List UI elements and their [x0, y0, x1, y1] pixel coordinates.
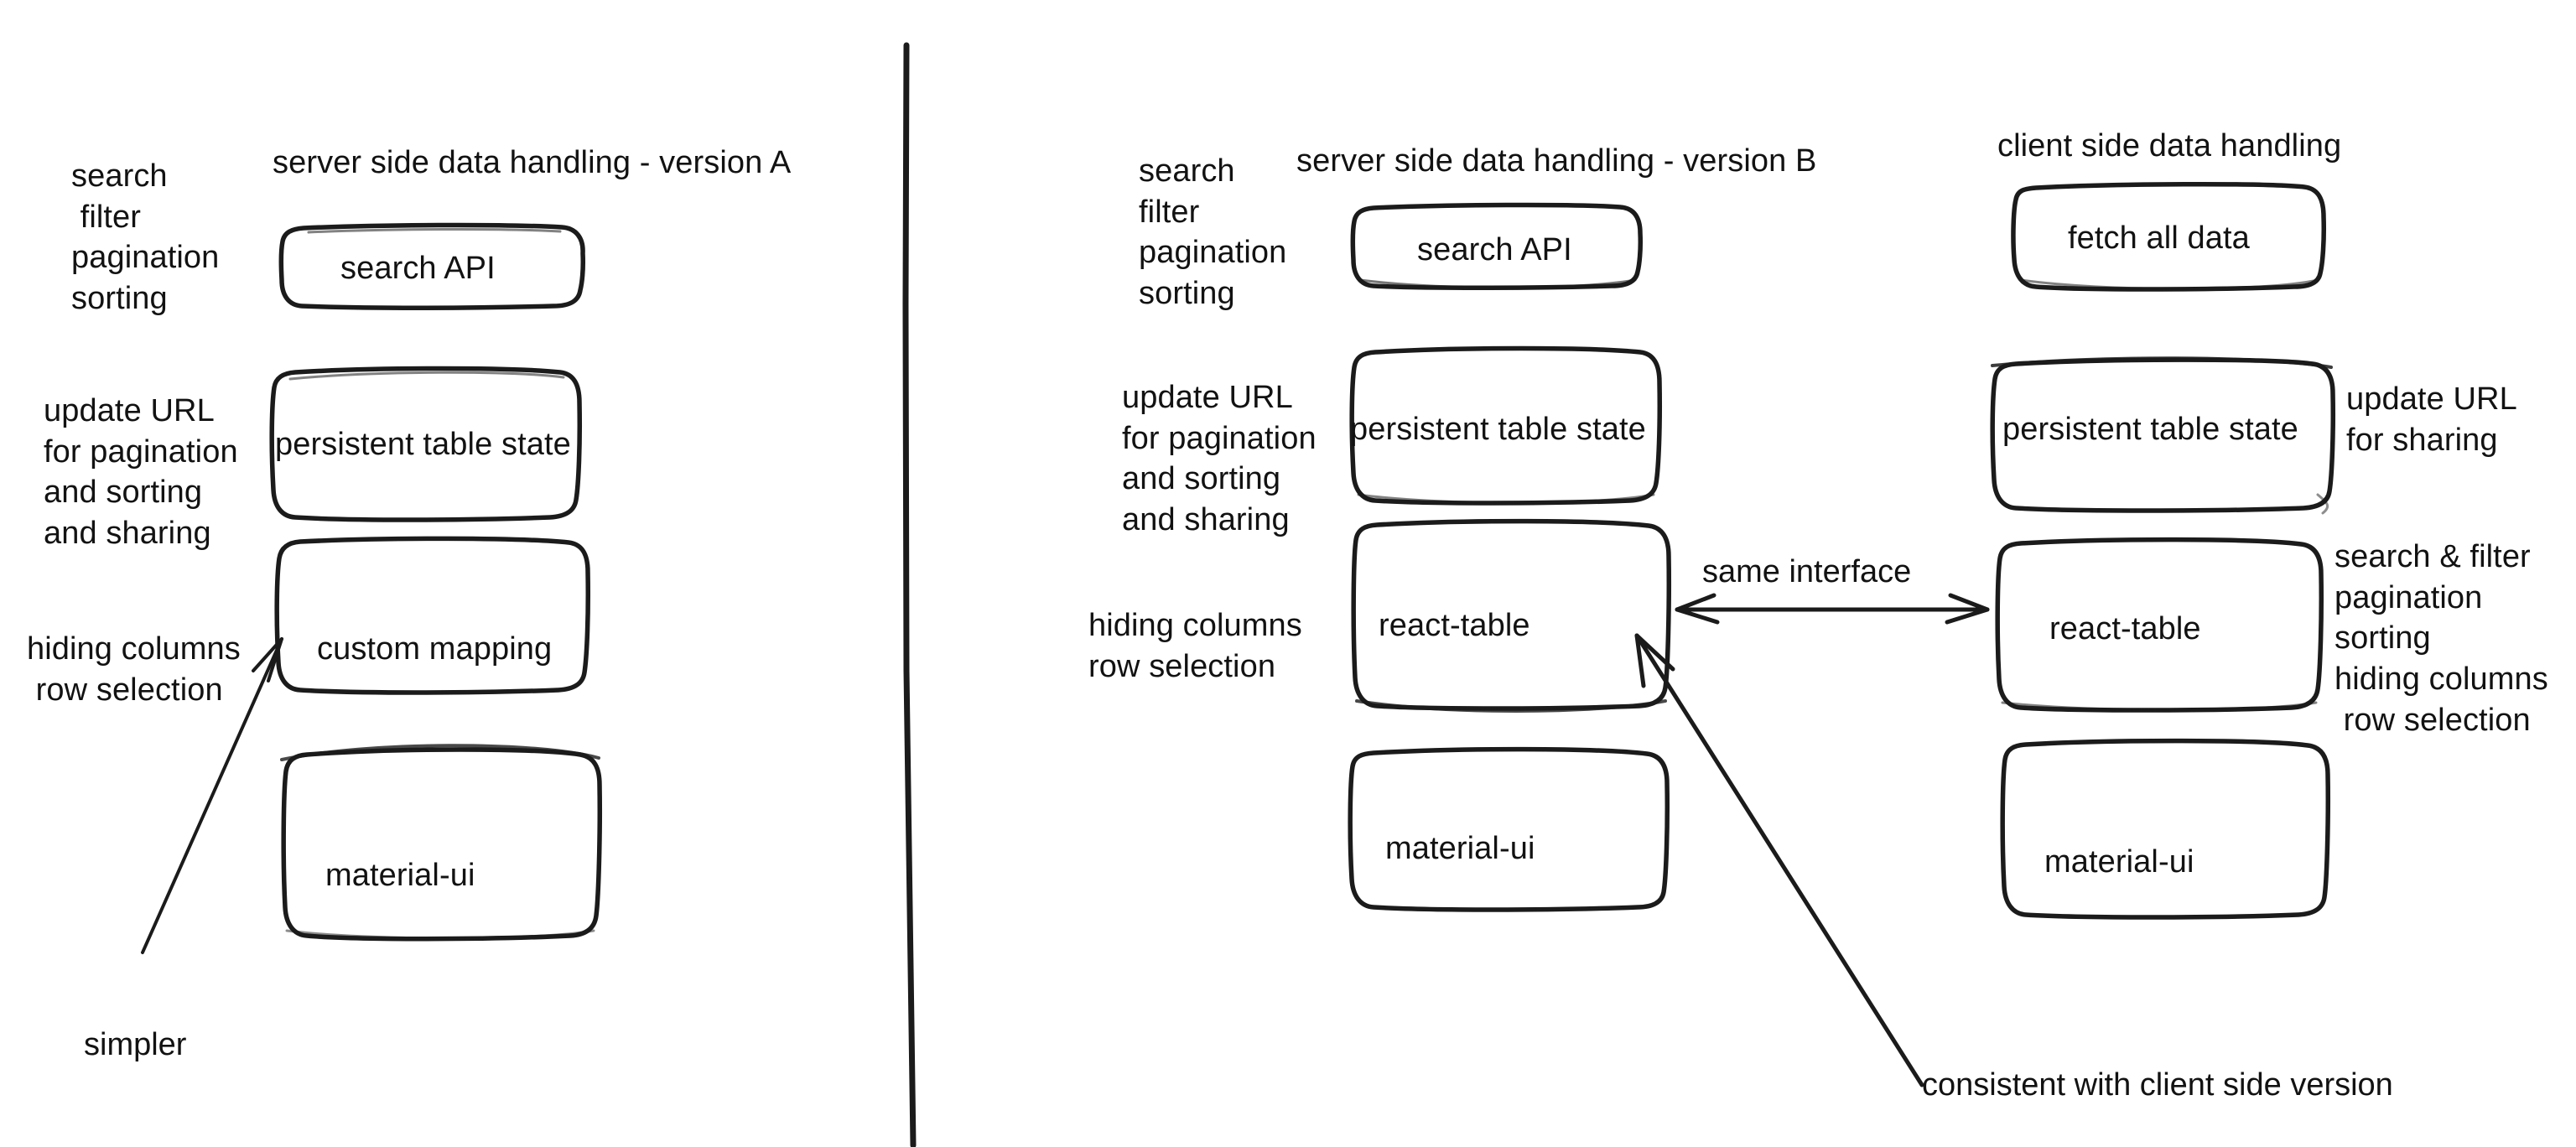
box-a-custom-mapping[interactable]: [274, 536, 591, 695]
vertical-divider: [902, 42, 917, 1147]
box-label-c-persistent-table-state: persistent table state: [2002, 412, 2298, 447]
panel-title-client-side: client side data handling: [1997, 128, 2342, 163]
annotation-b-columns: hiding columns row selection: [1088, 608, 1302, 684]
annotation-a-update-url: update URL for pagination and sorting an…: [44, 393, 238, 551]
box-label-a-persistent-table-state: persistent table state: [275, 427, 571, 462]
box-label-a-material-ui: material-ui: [325, 858, 475, 893]
arrow-same-interface: [1675, 593, 1990, 625]
annotation-b-capabilities: search filter pagination sorting: [1139, 153, 1287, 311]
box-c-material-ui[interactable]: [2000, 738, 2331, 920]
annotation-c-update-url: update URL for sharing: [2346, 381, 2517, 458]
box-label-c-material-ui: material-ui: [2044, 844, 2194, 880]
panel-title-version-b: server side data handling - version B: [1296, 143, 1817, 179]
connector-label-same-interface: same interface: [1702, 554, 1912, 589]
box-label-b-react-table: react-table: [1379, 608, 1530, 643]
box-label-c-fetch-all-data: fetch all data: [2068, 221, 2250, 256]
annotation-a-capabilities: search filter pagination sorting: [71, 158, 220, 316]
box-label-c-react-table: react-table: [2049, 611, 2201, 646]
callout-a-simpler: simpler: [84, 1027, 187, 1062]
box-label-b-persistent-table-state: persistent table state: [1350, 412, 1646, 447]
box-label-a-custom-mapping: custom mapping: [317, 631, 553, 667]
panel-title-version-a: server side data handling - version A: [273, 145, 792, 180]
box-a-material-ui[interactable]: [280, 744, 603, 942]
callout-b-consistent-with-client-side: consistent with client side version: [1922, 1067, 2393, 1103]
box-label-b-material-ui: material-ui: [1385, 831, 1535, 866]
annotation-c-features: search & filter pagination sorting hidin…: [2334, 539, 2548, 738]
annotation-b-update-url: update URL for pagination and sorting an…: [1122, 380, 1317, 537]
annotation-a-columns: hiding columns row selection: [27, 631, 241, 708]
box-label-b-search-api: search API: [1417, 232, 1572, 267]
arrow-b-consistent: [1634, 633, 1924, 1087]
box-label-a-search-api: search API: [340, 251, 496, 286]
